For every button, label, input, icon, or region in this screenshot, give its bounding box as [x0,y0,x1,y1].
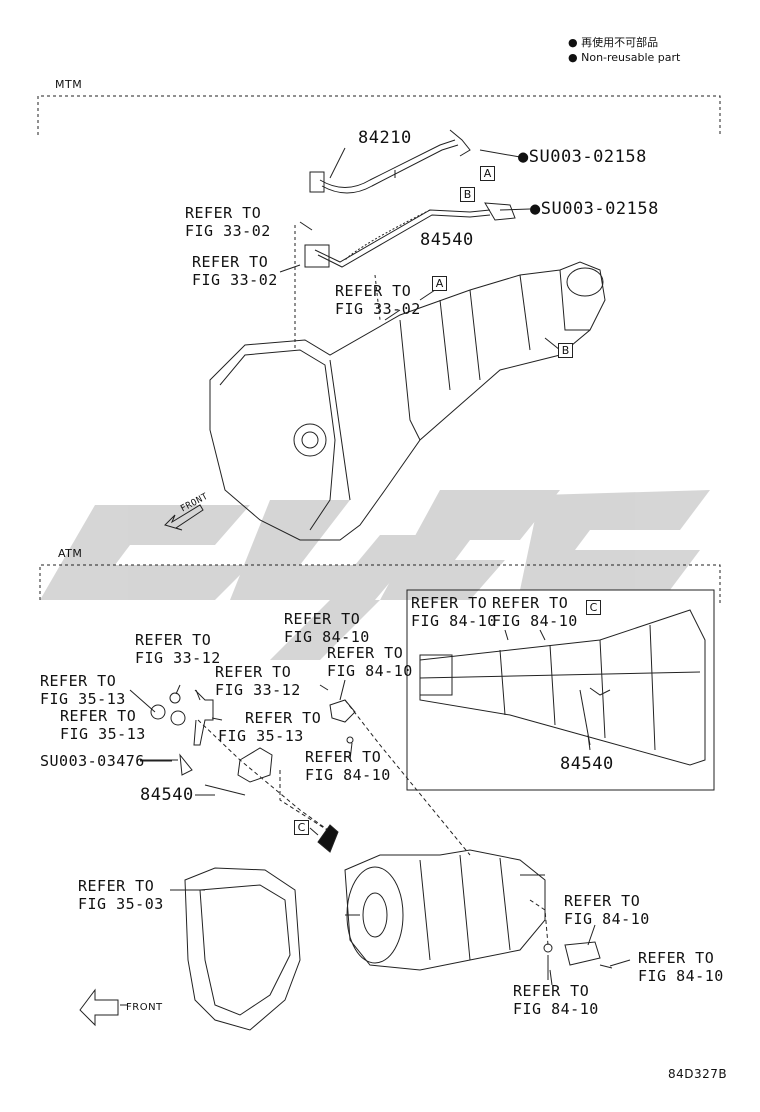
refer-fig-35-03-l1: REFER TO [78,877,155,895]
part-number-84210: 84210 [358,128,412,148]
callout-box-c: C [294,820,309,835]
callout-box-a: A [480,166,495,181]
refer-fig-33-12-a-l1: REFER TO [135,631,212,649]
refer-fig-84-10-d-l2: FIG 84-10 [564,910,650,928]
refer-fig-33-02-c-l2: FIG 33-02 [335,300,421,318]
su-part-a: ●SU003-02158 [518,147,647,167]
refer-fig-33-02-b-l2: FIG 33-02 [192,271,278,289]
inset-refer-1-l1: REFER TO [411,594,488,612]
refer-fig-84-10-c-l1: REFER TO [305,748,382,766]
refer-fig-84-10-f-l2: FIG 84-10 [513,1000,599,1018]
refer-fig-33-02-b-l1: REFER TO [192,253,269,271]
legend-jp: ● 再使用不可部品 [568,36,659,49]
refer-fig-35-13-b-l1: REFER TO [60,707,137,725]
refer-fig-33-12-a-l2: FIG 33-12 [135,649,221,667]
inset-refer-1-l2: FIG 84-10 [411,612,497,630]
refer-fig-84-10-a-l2: FIG 84-10 [284,628,370,646]
refer-fig-35-13-c-l1: REFER TO [245,709,322,727]
refer-fig-84-10-e-l1: REFER TO [638,949,715,967]
refer-fig-33-12-b-l1: REFER TO [215,663,292,681]
legend-jp-text: 再使用不可部品 [581,36,659,49]
refer-fig-35-13-a-l2: FIG 35-13 [40,690,126,708]
refer-fig-84-10-c-l2: FIG 84-10 [305,766,391,784]
refer-fig-84-10-d-l1: REFER TO [564,892,641,910]
section-label-mtm: MTM [55,78,83,91]
refer-fig-33-02-c-l1: REFER TO [335,282,412,300]
refer-fig-35-13-c-l2: FIG 35-13 [218,727,304,745]
callout-box-b2: B [558,343,573,358]
su-part-b: ●SU003-02158 [530,199,659,219]
front-label-atm: FRONT [126,1002,163,1013]
part-number-84540-atm: 84540 [140,785,194,805]
refer-fig-84-10-e-l2: FIG 84-10 [638,967,724,985]
refer-fig-35-03-l2: FIG 35-03 [78,895,164,913]
callout-box-a2: A [432,276,447,291]
callout-box-b: B [460,187,475,202]
legend-en: ● Non-reusable part [568,51,681,64]
legend-en-text: Non-reusable part [581,51,681,64]
refer-fig-84-10-f-l1: REFER TO [513,982,590,1000]
inset-refer-2-l2: FIG 84-10 [492,612,578,630]
inset-part-number-84540: 84540 [560,754,614,774]
refer-fig-35-13-a-l1: REFER TO [40,672,117,690]
refer-fig-84-10-b-l1: REFER TO [327,644,404,662]
refer-fig-35-13-b-l2: FIG 35-13 [60,725,146,743]
refer-fig-33-02-a-l2: FIG 33-02 [185,222,271,240]
section-label-atm: ATM [58,547,83,560]
part-number-84540-mtm: 84540 [420,230,474,250]
refer-fig-33-02-a-l1: REFER TO [185,204,262,222]
illustration-code: 84D327B [668,1067,728,1081]
inset-callout-box-c: C [586,600,601,615]
refer-fig-84-10-a-l1: REFER TO [284,610,361,628]
inset-refer-2-l1: REFER TO [492,594,569,612]
refer-fig-33-12-b-l2: FIG 33-12 [215,681,301,699]
su-part-atm: SU003-03476 [40,752,145,770]
refer-fig-84-10-b-l2: FIG 84-10 [327,662,413,680]
